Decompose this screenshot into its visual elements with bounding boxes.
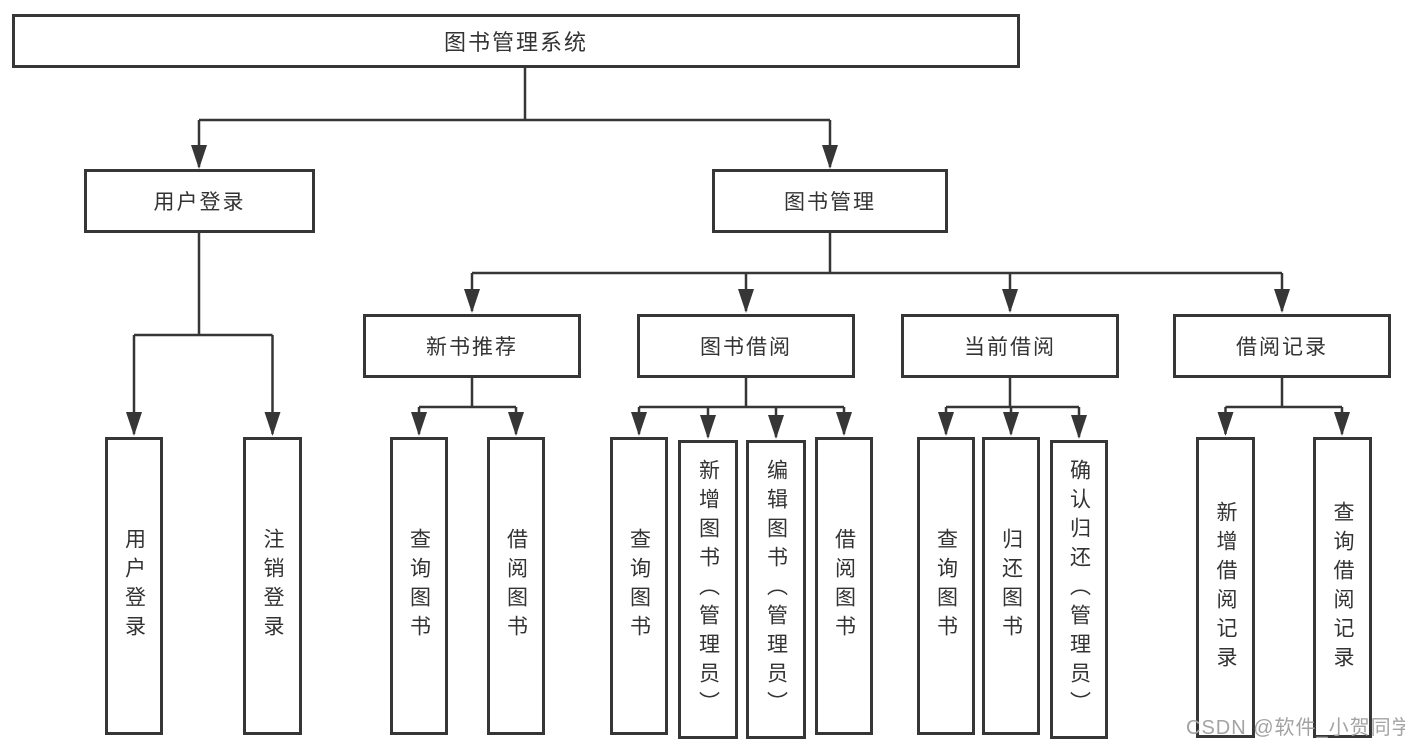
leaf-borrow-borrow-book: 借阅图书 [815, 437, 873, 735]
node-borrow-records: 借阅记录 [1173, 314, 1391, 378]
leaf-edit-book-admin: 编辑图书（管理员） [746, 440, 806, 739]
leaf-add-book-admin: 新增图书（管理员） [678, 440, 738, 739]
node-new-book-rec: 新书推荐 [363, 314, 581, 378]
leaf-user-login: 用户登录 [105, 437, 163, 735]
node-user-login-branch: 用户登录 [84, 169, 315, 233]
node-book-mgmt-branch: 图书管理 [712, 169, 948, 233]
leaf-query-borrow-record: 查询借阅记录 [1313, 437, 1372, 738]
csdn-watermark: CSDN @软件_小贺同学 [1186, 717, 1405, 739]
node-root: 图书管理系统 [12, 14, 1020, 68]
leaf-logout: 注销登录 [243, 437, 302, 735]
leaf-return-book: 归还图书 [982, 437, 1040, 735]
node-current-borrow: 当前借阅 [901, 314, 1119, 378]
leaf-current-query-book: 查询图书 [917, 437, 975, 735]
leaf-borrow-query-book: 查询图书 [610, 437, 668, 735]
leaf-rec-borrow-book: 借阅图书 [487, 437, 545, 735]
node-book-borrow: 图书借阅 [637, 314, 855, 378]
leaf-rec-query-book: 查询图书 [390, 437, 448, 735]
leaf-confirm-return-admin: 确认归还（管理员） [1050, 440, 1108, 739]
leaf-add-borrow-record: 新增借阅记录 [1196, 437, 1255, 738]
